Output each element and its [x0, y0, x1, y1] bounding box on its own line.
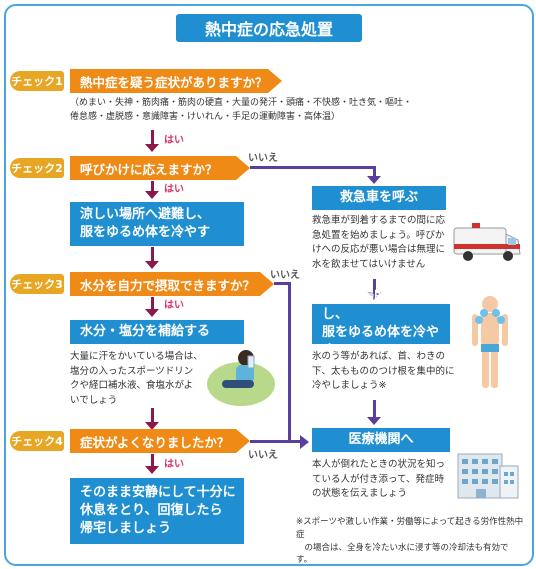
ambulance-note: 救急車が到着するまでの間に応 急処置を始めましょう。呼びか けへの反応が悪い場合…: [312, 214, 445, 273]
hydrate-note: 大量に汗をかいている場合は、 塩分の入ったスポーツドリン クや経口補水液、食塩水…: [70, 350, 203, 409]
cool-left-line-1: 涼しい場所へ避難し、: [80, 206, 211, 222]
arrowhead-q1-q2: [145, 144, 159, 152]
arrowhead-q3-hydrate: [145, 309, 159, 317]
action-hospital: 医療機関へ: [312, 428, 450, 452]
action-hydrate: 水分・塩分を補給する: [70, 320, 244, 344]
arrowhead-hydrate-q4: [145, 422, 159, 430]
symptoms-line-1: （めまい・失神・筋肉痛・筋肉の硬直・大量の発汗・頭痛・不快感・吐き気・嘔吐・: [70, 98, 413, 108]
yes-label-2: はい: [164, 184, 184, 195]
footnote-line-2: の場合は、全身を冷たい水に浸す等の冷却法も有効です。: [296, 542, 509, 566]
arrowhead-hospital: [300, 435, 309, 449]
line-q2-ambulance-v: [373, 166, 376, 178]
action-cool-left: 涼しい場所へ避難し、 服をゆるめ体を冷やす: [70, 202, 244, 246]
footnote-line-1: ※スポーツや激しい作業・労働等によって起きる労作性熱中症: [296, 517, 524, 540]
arrow-cool-q3: [151, 247, 154, 263]
hospital-note: 本人が倒れたときの状況を知っ ている人が付き添って、発症時 の状態を伝えましょう: [312, 458, 445, 502]
line-q3-v: [288, 282, 291, 442]
arrowhead-ambulance: [367, 176, 381, 184]
hospital-note-line-2: ている人が付き添って、発症時: [312, 473, 445, 485]
ambulance-note-line-2: 急処置を始めましょう。呼びか: [312, 229, 445, 241]
cool-left-line-2: 服をゆるめ体を冷やす: [80, 225, 211, 240]
hydrate-note-line-3: クや経口補水液、食塩水がよ: [70, 380, 194, 392]
rest-line-2: 休息をとり、回復したら: [80, 502, 223, 518]
arrow-q3-hydrate: [151, 297, 154, 311]
ambulance-note-line-1: 救急車が到着するまでの間に応: [312, 215, 446, 226]
check-2-badge: チェック2: [10, 158, 64, 178]
hydrate-note-line-4: いでしょう: [70, 395, 118, 407]
arrow-q1-q2: [151, 130, 154, 146]
action-rest: そのまま安静にして十分に 休息をとり、回復したら 帰宅しましょう: [70, 478, 244, 544]
rest-line-1: そのまま安静にして十分に: [80, 484, 236, 500]
cool-right-note-line-3: 冷やしましょう※: [312, 380, 387, 392]
hospital-building-illustration: [457, 453, 519, 499]
arrowhead-cool-q3: [145, 261, 159, 269]
arrow-hydrate-q4: [151, 408, 154, 424]
ambulance-illustration: [453, 223, 521, 261]
action-cool-right: 涼しい場所へ避難し、 服をゆるめ体を冷やす: [312, 289, 450, 358]
yes-label-1: はい: [164, 135, 184, 146]
check-3-badge: チェック3: [10, 274, 64, 294]
line-q4-hospital: [250, 440, 302, 443]
question-4: 症状がよくなりましたか？: [70, 429, 250, 453]
symptoms-line-2: 倦怠感・虚脱感・意識障害・けいれん・手足の運動障害・高体温）: [70, 111, 341, 122]
arrow-cool-hospital: [373, 400, 376, 418]
no-label-4: いいえ: [248, 450, 278, 461]
check-1-badge: チェック1: [10, 71, 64, 91]
cool-right-note: 氷のう等があれば、首、わきの 下、太ももののつけ根を集中的に 冷やしましょう※: [312, 350, 455, 394]
body-cooling-illustration: [472, 296, 508, 388]
arrow-q4-rest: [151, 454, 154, 468]
line-q3-h: [274, 282, 290, 285]
no-label-2: いいえ: [248, 153, 278, 164]
arrowhead-hospital-top: [367, 417, 381, 425]
symptoms-list: （めまい・失神・筋肉痛・筋肉の硬直・大量の発汗・頭痛・不快感・吐き気・嘔吐・ 倦…: [70, 97, 412, 125]
arrow-ambulance-cool: [373, 279, 376, 293]
drinking-person-illustration: [207, 350, 275, 406]
cool-right-note-line-1: 氷のう等があれば、首、わきの: [312, 351, 446, 362]
cool-right-line-2: 服をゆるめ体を冷やす: [322, 325, 440, 359]
question-2: 呼びかけに応えますか？: [70, 156, 250, 180]
hydrate-note-line-1: 大量に汗をかいている場合は、: [70, 351, 203, 362]
footnote: ※スポーツや激しい作業・労働等によって起きる労作性熱中症 の場合は、全身を冷たい…: [296, 516, 524, 567]
rest-line-3: 帰宅しましょう: [80, 521, 172, 537]
cool-right-note-line-2: 下、太ももののつけ根を集中的に: [312, 365, 455, 377]
ambulance-note-line-4: 水を飲ませてはいけません: [312, 259, 426, 271]
arrowhead-cool-right: [367, 292, 381, 300]
question-1: 熱中症を疑う症状がありますか？: [70, 69, 282, 93]
arrow-q2-cool: [151, 181, 154, 193]
arrowhead-q2-cool: [145, 191, 159, 199]
no-label-3: いいえ: [270, 270, 300, 281]
hydrate-note-line-2: 塩分の入ったスポーツドリン: [70, 365, 194, 377]
action-ambulance: 救急車を呼ぶ: [312, 186, 446, 210]
question-3: 水分を自力で摂取できますか？: [70, 272, 274, 296]
line-q2-ambulance-h: [250, 166, 376, 169]
check-4-badge: チェック4: [10, 431, 64, 451]
hospital-note-line-1: 本人が倒れたときの状況を知っ: [312, 459, 446, 470]
ambulance-note-line-3: けへの反応が悪い場合は無理に: [312, 244, 446, 256]
yes-label-4: はい: [164, 459, 184, 470]
yes-label-3: はい: [164, 300, 184, 311]
cool-right-line-1: 涼しい場所へ避難し、: [322, 288, 427, 322]
arrowhead-q4-rest: [145, 466, 159, 474]
diagram-title: 熱中症の応急処置: [176, 14, 362, 42]
hospital-note-line-3: の状態を伝えましょう: [312, 488, 408, 500]
